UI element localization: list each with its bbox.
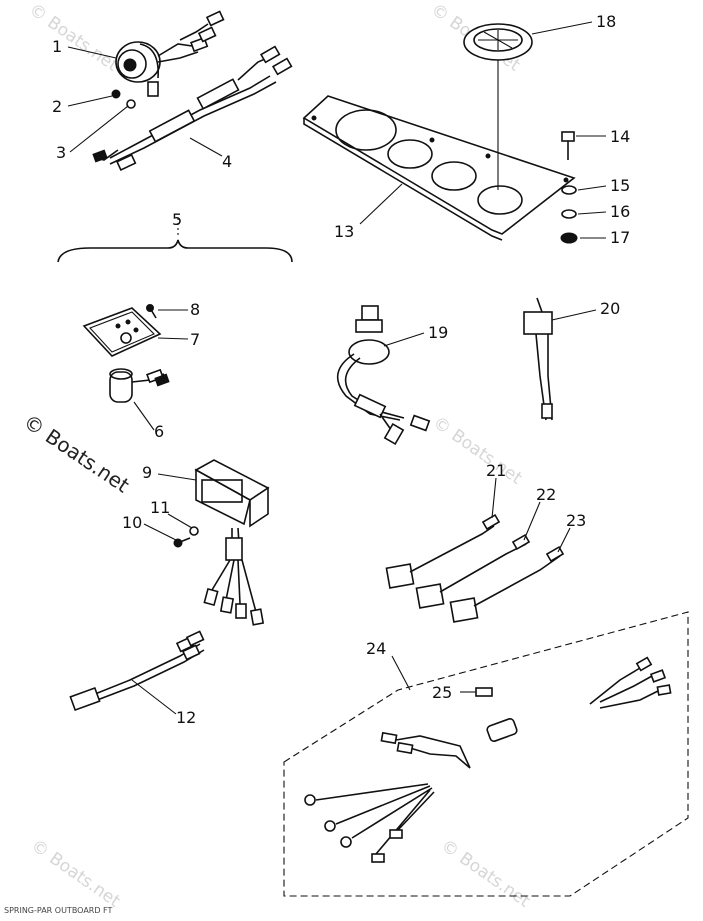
part-22-lead [415,533,531,609]
callout-7: 7 [190,330,200,349]
part-14-bolt [561,131,575,160]
callout-5: 5 [172,210,182,229]
callout-24: 24 [366,639,386,658]
callout-8: 8 [190,300,200,319]
part-3-washer [126,99,136,109]
part-15-washer [561,185,577,195]
part-24-main-harness [283,611,689,897]
callout-numbers: 1 2 3 4 5 6 7 8 9 10 11 12 13 14 15 16 1… [52,12,630,727]
part-9-control-unit [194,459,270,626]
part-20-toggle-switch [523,297,553,421]
part-23-lead [449,545,565,623]
part-12-wire-harness [69,630,205,712]
part-7-cover-plate [82,307,162,357]
callout-3: 3 [56,143,66,162]
part-8-screw [146,304,157,319]
callout-4: 4 [222,152,232,171]
part-2-screw [111,89,121,99]
part-6-solenoid [109,368,170,403]
watermarks: © Boats.net © Boats.net © Boats.net © Bo… [19,0,534,912]
callout-16: 16 [610,202,630,221]
part-10-screw [173,537,191,548]
callout-14: 14 [610,127,630,146]
part-19-ignition-switch [336,305,431,446]
watermark-mid-right: © Boats.net [429,413,526,489]
watermark-bottom-left: © Boats.net [27,836,124,912]
part-17-nut [560,232,578,244]
part-5-kit-bracket [57,218,293,263]
callout-17: 17 [610,228,630,247]
part-11-washer [189,526,199,536]
callout-23: 23 [566,511,586,530]
callout-25: 25 [432,683,452,702]
part-4-wire-lead [92,45,293,171]
callout-1: 1 [52,37,62,56]
callout-20: 20 [600,299,620,318]
callout-19: 19 [428,323,448,342]
callout-12: 12 [176,708,196,727]
part-16-lock-washer [561,209,577,219]
watermark-main: © Boats.net [19,409,134,497]
part-21-lead [385,513,501,589]
callout-10: 10 [122,513,142,532]
callout-11: 11 [150,498,170,517]
watermark-top-left: © Boats.net [25,0,122,76]
callout-9: 9 [142,463,152,482]
callout-21: 21 [486,461,506,480]
callout-6: 6 [154,422,164,441]
footer-code: SPRING-PAR OUTBOARD FT [4,906,113,915]
part-18-grommet [463,23,533,190]
part-13-instrument-panel [302,95,576,241]
leader-lines [67,21,607,715]
callout-13: 13 [334,222,354,241]
watermark-bottom-mid: © Boats.net [437,836,534,912]
callout-15: 15 [610,176,630,195]
part-25-fuse [475,687,493,697]
callout-22: 22 [536,485,556,504]
callout-2: 2 [52,97,62,116]
part-1-buzzer [115,10,225,97]
callout-18: 18 [596,12,616,31]
